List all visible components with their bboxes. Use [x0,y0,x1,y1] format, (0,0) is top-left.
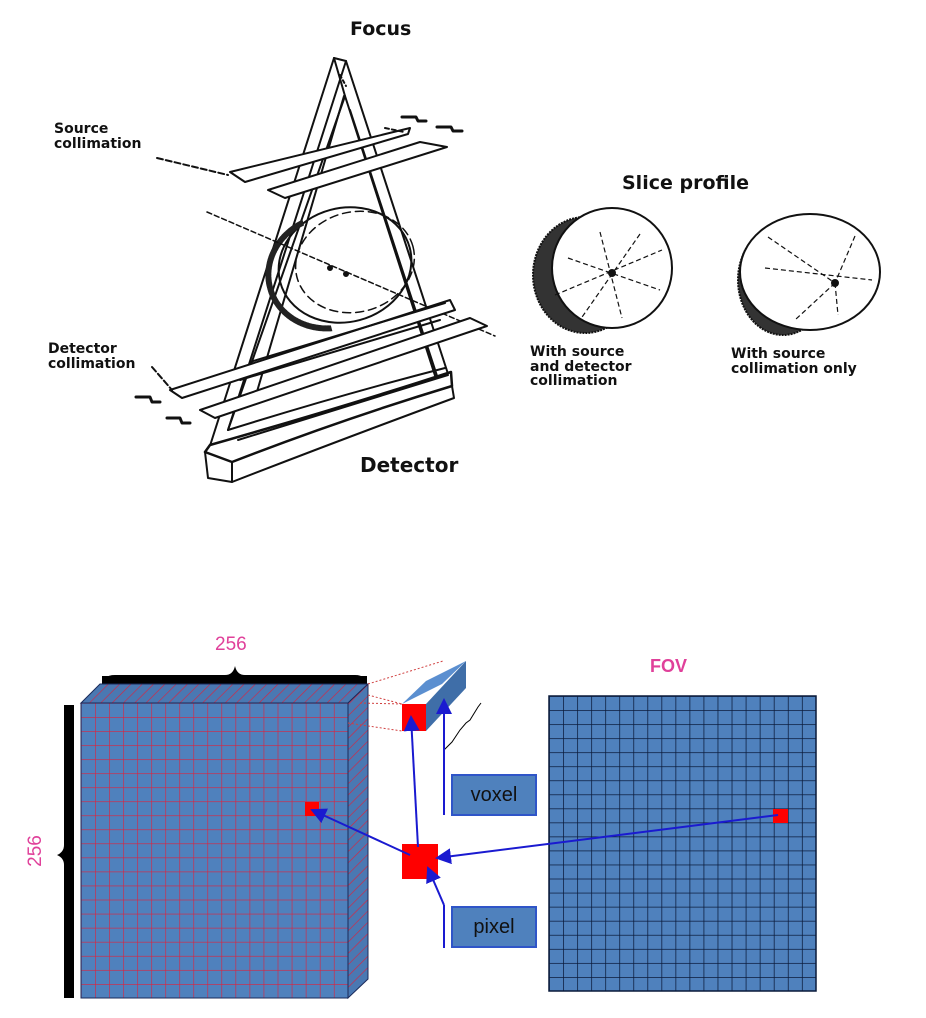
profile-left-caption: With source and detector collimation [530,344,632,390]
height-dimension-label: 256 [24,835,46,867]
detector-collimation-label: Detector collimation [48,341,136,372]
fov-highlight-cell [773,809,788,823]
voxel-bar-top [402,661,466,704]
cube-highlight-cell [305,802,319,816]
slice-profile-title: Slice profile [622,172,749,194]
voxel-label-box: voxel [451,774,537,816]
focus-label: Focus [350,18,412,40]
width-dimension-label: 256 [215,634,247,655]
source-collimation-label: Source collimation [54,121,142,152]
fov-label: FOV [650,656,688,676]
voxel-bar-front [402,704,426,731]
profile-right-caption: With source collimation only [731,346,857,377]
cube-side-face [347,682,369,1000]
slice-profile-right [737,213,881,336]
slice-profile-left [532,207,673,334]
detector-label: Detector [360,453,459,477]
cube-front-face [80,702,349,999]
collimation-drawing [134,57,881,483]
pixel-square [402,844,438,879]
cube-top-face [79,683,370,704]
pixel-label-box: pixel [451,906,537,948]
fov-grid [548,695,817,992]
